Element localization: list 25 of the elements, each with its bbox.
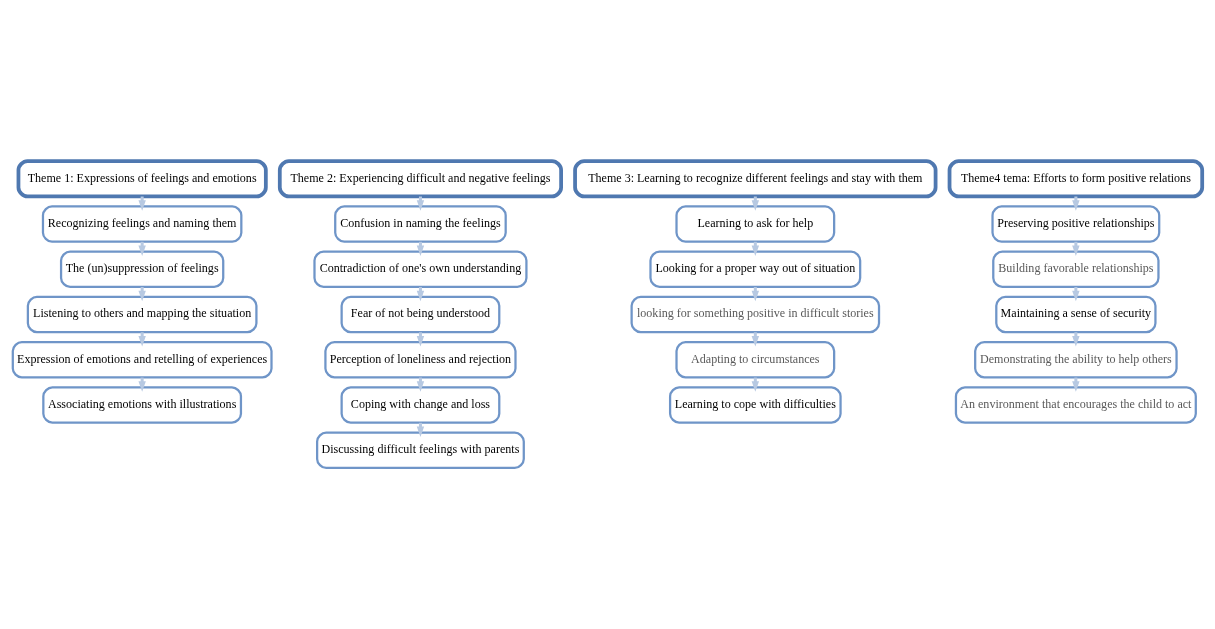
node-box: Learning to ask for help [675, 205, 836, 243]
node-box: Theme4 tema: Efforts to form positive relations [947, 159, 1205, 199]
node-box: looking for something positive in difficult stories [630, 295, 881, 334]
node-box: Fear of not being understood [340, 295, 501, 334]
node-box: An environment that encourages the child to act [954, 386, 1197, 424]
node-box: The (un)suppression of feelings [59, 250, 225, 289]
node-box: Building favorable relationships [992, 250, 1160, 289]
node-box: Looking for a proper way out of situation [649, 250, 862, 289]
node-box: Perception of loneliness and rejection [324, 340, 517, 379]
node-box: Associating emotions with illustrations [42, 386, 243, 424]
node-box: Expression of emotions and retelling of experiences [11, 340, 273, 379]
node-box: Discussing difficult feelings with parents [316, 431, 525, 470]
node-box: Adapting to circumstances [675, 340, 836, 379]
node-box: Confusion in naming the feelings [334, 205, 507, 243]
node-box: Theme 3: Learning to recognize different feelings and stay with them [573, 159, 938, 199]
node-box: Listening to others and mapping the situation [26, 295, 258, 334]
node-box: Maintaining a sense of security [995, 295, 1157, 334]
node-box: Coping with change and loss [340, 386, 501, 424]
node-box: Learning to cope with difficulties [668, 386, 842, 424]
node-box: Demonstrating the ability to help others [974, 340, 1178, 379]
node-box: Preserving positive relationships [991, 205, 1161, 243]
node-box: Theme 1: Expressions of feelings and emotions [16, 159, 268, 199]
node-box: Contradiction of one's own understanding [313, 250, 528, 289]
node-box: Theme 2: Experiencing difficult and negative feelings [277, 159, 563, 199]
node-box: Recognizing feelings and naming them [41, 205, 243, 243]
